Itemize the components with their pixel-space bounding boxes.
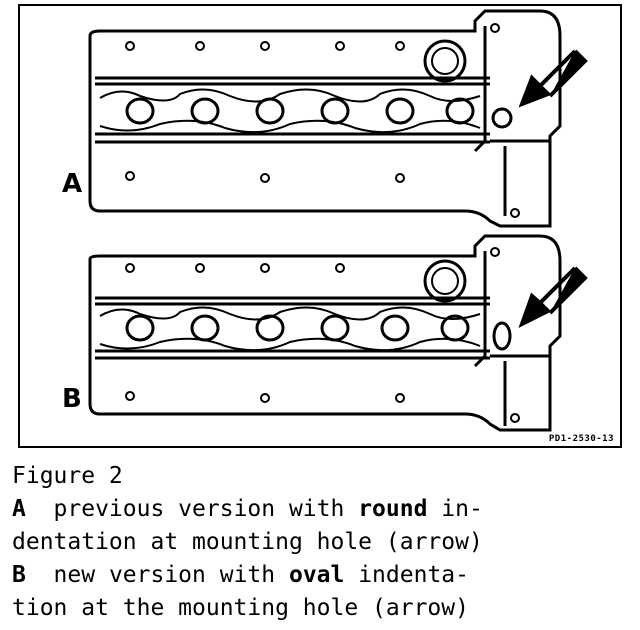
caption-text: in- bbox=[427, 496, 483, 522]
caption-line-a1: A previous version with round in- bbox=[12, 493, 632, 526]
caption-emphasis-oval: oval bbox=[288, 562, 345, 588]
figure-illustration: A B PD1-2530-13 bbox=[18, 4, 622, 448]
valve-cover-drawing bbox=[88, 9, 588, 432]
view-label-a: A bbox=[62, 169, 83, 199]
arrow-a bbox=[518, 49, 588, 108]
caption-letter-b: B bbox=[12, 562, 26, 588]
caption-text: indenta- bbox=[344, 562, 469, 588]
figure-code: PD1-2530-13 bbox=[548, 434, 614, 444]
caption-letter-a: A bbox=[12, 496, 26, 522]
view-label-b: B bbox=[62, 384, 82, 414]
caption-line-a2: dentation at mounting hole (arrow) bbox=[12, 529, 483, 555]
caption-emphasis-round: round bbox=[358, 496, 428, 522]
arrow-b bbox=[518, 266, 588, 329]
caption-text: new version with bbox=[25, 562, 289, 588]
valve-cover-a bbox=[88, 9, 562, 228]
caption-line-b2: tion at the mounting hole (arrow) bbox=[12, 595, 469, 621]
caption-title: Figure 2 bbox=[12, 463, 123, 489]
caption-text: previous version with bbox=[25, 496, 359, 522]
figure-caption: Figure 2 A previous version with round i… bbox=[12, 460, 632, 625]
valve-cover-b bbox=[88, 234, 562, 432]
caption-line-b1: B new version with oval indenta- bbox=[12, 559, 632, 592]
